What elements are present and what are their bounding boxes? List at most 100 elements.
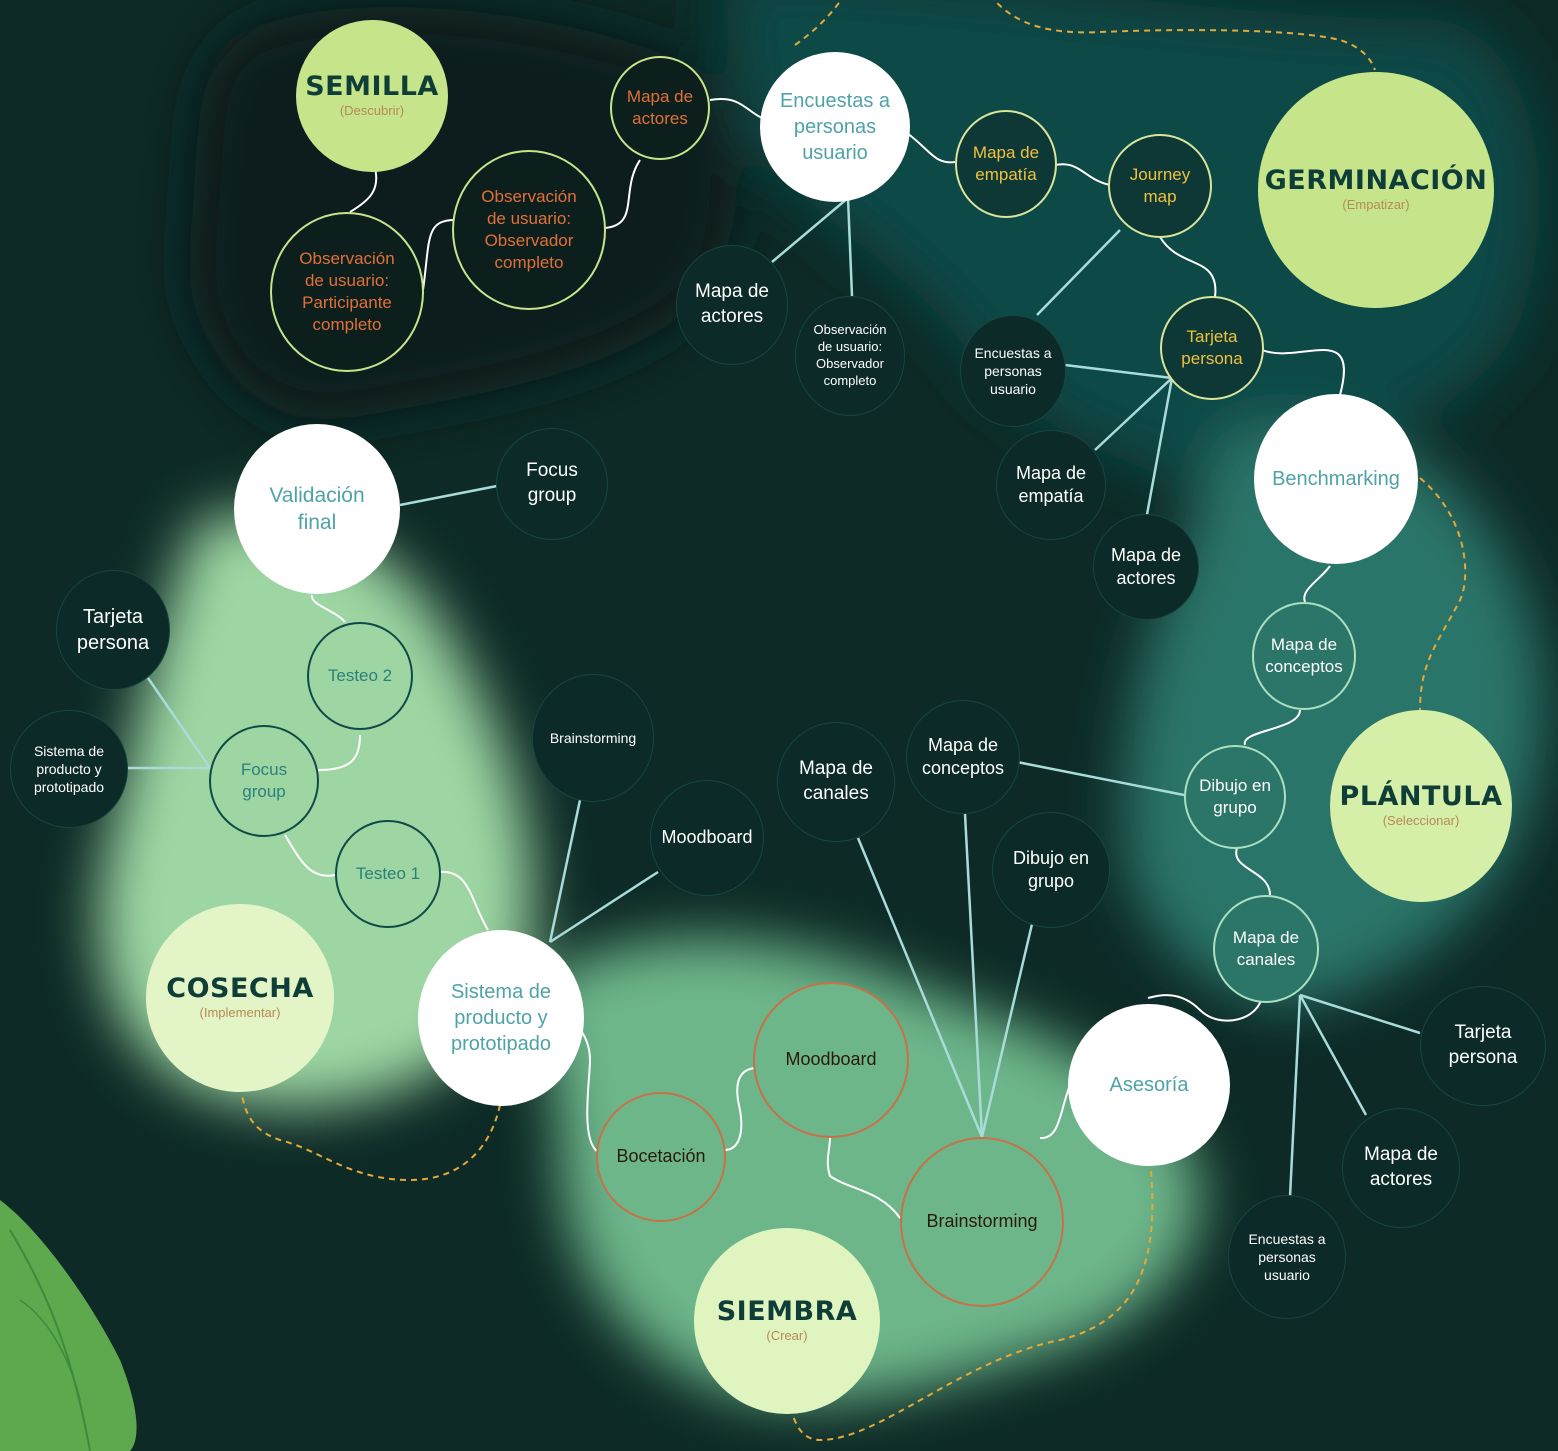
conn-sistema-testeo1 bbox=[439, 870, 489, 931]
method-germ-tarjeta: Tarjeta persona bbox=[1160, 296, 1264, 400]
method-cos-testeo2: Testeo 2 bbox=[307, 622, 413, 730]
alt-can-mapa-actores-label: Mapa de actores bbox=[1364, 1144, 1438, 1190]
milestone-validacion: Validación final bbox=[234, 424, 400, 594]
phase-siembra-subtitle: (Crear) bbox=[766, 1328, 808, 1344]
conn-moodboard-bocetacion bbox=[724, 1067, 756, 1151]
conn-asesoria-brainstorming bbox=[1039, 1084, 1071, 1140]
alt-tar-mapa-actores-label: Mapa de actores bbox=[1110, 544, 1182, 588]
conn-benchmarking-conceptos bbox=[1303, 565, 1331, 603]
conn-actores-encuestas bbox=[709, 98, 763, 119]
alt-can-tarjeta: Tarjeta persona bbox=[1420, 986, 1546, 1106]
milestone-asesoria: Asesoría bbox=[1068, 1004, 1230, 1166]
alternative-connectors bbox=[125, 197, 1421, 1198]
milestone-validacion-label: Validación final bbox=[269, 483, 365, 534]
dash-asesoria-siembra bbox=[787, 1159, 1154, 1442]
dash-benchmarking-plantula bbox=[1419, 477, 1467, 711]
method-semilla-observador-label: Observación de usuario: Observador compl… bbox=[481, 186, 577, 273]
method-siem-brainstorming: Brainstorming bbox=[900, 1137, 1064, 1307]
alt-sis-brainstorming: Brainstorming bbox=[532, 674, 654, 802]
phase-siembra-title: SIEMBRA bbox=[716, 1295, 858, 1327]
method-germ-mapa-empatia-label: Mapa de empatía bbox=[972, 142, 1040, 184]
phase-plantula: PLÁNTULA (Seleccionar) bbox=[1330, 710, 1512, 902]
method-siem-bocetacion: Bocetación bbox=[596, 1092, 726, 1222]
phase-semilla: SEMILLA (Descubrir) bbox=[296, 20, 448, 172]
phase-cosecha-subtitle: (Implementar) bbox=[199, 1005, 281, 1021]
alt-foc-tarjeta: Tarjeta persona bbox=[56, 570, 170, 690]
phase-siembra: SIEMBRA (Crear) bbox=[694, 1228, 880, 1414]
phase-cosecha-title: COSECHA bbox=[166, 972, 314, 1004]
conn-brainstorming-moodboard bbox=[826, 1137, 901, 1219]
conn-canales-asesoria bbox=[1147, 994, 1263, 1022]
method-semilla-mapa-actores-label: Mapa de actores bbox=[626, 86, 694, 128]
method-germ-mapa-empatia: Mapa de empatía bbox=[955, 110, 1057, 218]
alt-sis-moodboard-label: Moodboard bbox=[661, 827, 753, 848]
alt-br-dibujo-label: Dibujo en grupo bbox=[1012, 847, 1090, 891]
alt-sis-brainstorming-label: Brainstorming bbox=[549, 729, 637, 746]
method-siem-moodboard: Moodboard bbox=[753, 982, 909, 1138]
milestone-encuestas: Encuestas a personas usuario bbox=[760, 52, 910, 202]
alt-tar-encuestas-label: Encuestas a personas usuario bbox=[974, 344, 1052, 398]
phase-germinacion-title: GERMINACIÓN bbox=[1264, 164, 1488, 196]
dash-sistema-cosecha bbox=[241, 1094, 501, 1182]
conn-empatia-journey bbox=[1054, 163, 1111, 186]
method-semilla-participante-label: Observación de usuario: Participante com… bbox=[299, 248, 395, 335]
method-plant-dibujo: Dibujo en grupo bbox=[1184, 745, 1286, 849]
phase-semilla-subtitle: (Descubrir) bbox=[339, 103, 405, 119]
alt-br-mapa-canales: Mapa de canales bbox=[777, 722, 895, 842]
phase-dashed-links bbox=[241, 0, 1467, 1442]
method-plant-mapa-canales-label: Mapa de canales bbox=[1232, 927, 1300, 969]
alt-sis-moodboard: Moodboard bbox=[650, 780, 764, 896]
method-semilla-mapa-actores: Mapa de actores bbox=[610, 56, 710, 160]
conn-encuestas-empatia bbox=[906, 132, 956, 164]
method-cos-testeo1: Testeo 1 bbox=[335, 820, 441, 928]
alt-can-encuestas-label: Encuestas a personas usuario bbox=[1248, 1230, 1326, 1284]
method-cos-focus: Focus group bbox=[209, 725, 319, 837]
milestone-sistema: Sistema de producto y prototipado bbox=[418, 930, 584, 1106]
alt-enc-mapa-actores-label: Mapa de actores bbox=[695, 281, 769, 327]
method-germ-journey-label: Journey map bbox=[1129, 164, 1191, 206]
phase-plantula-subtitle: (Seleccionar) bbox=[1382, 813, 1460, 829]
milestone-asesoria-label: Asesoría bbox=[1109, 1074, 1189, 1096]
dash-semilla-germinacion bbox=[794, 0, 1376, 71]
alt-tar-mapa-empatia: Mapa de empatía bbox=[996, 430, 1106, 540]
alt-foc-tarjeta-label: Tarjeta persona bbox=[76, 606, 150, 654]
method-plant-dibujo-label: Dibujo en grupo bbox=[1199, 775, 1271, 817]
method-cos-focus-label: Focus group bbox=[240, 759, 288, 801]
method-cos-testeo2-label: Testeo 2 bbox=[327, 665, 393, 685]
alt-br-mapa-canales-label: Mapa de canales bbox=[799, 758, 873, 804]
alt-tar-encuestas: Encuestas a personas usuario bbox=[960, 315, 1066, 427]
method-siem-bocetacion-label: Bocetación bbox=[616, 1146, 706, 1167]
conn-testeo1-focus bbox=[284, 834, 336, 877]
alt-can-mapa-actores: Mapa de actores bbox=[1342, 1108, 1460, 1228]
milestone-encuestas-label: Encuestas a personas usuario bbox=[779, 90, 891, 164]
phase-germinacion: GERMINACIÓN (Empatizar) bbox=[1258, 72, 1494, 308]
phase-germinacion-subtitle: (Empatizar) bbox=[1342, 197, 1410, 213]
method-siem-brainstorming-label: Brainstorming bbox=[926, 1211, 1038, 1232]
conn-semilla-participante bbox=[349, 167, 378, 213]
phase-plantula-title: PLÁNTULA bbox=[1339, 780, 1503, 812]
milestone-sistema-label: Sistema de producto y prototipado bbox=[450, 981, 552, 1055]
conn-focus-testeo2 bbox=[317, 734, 361, 771]
conn-conceptos-dibujo bbox=[1243, 709, 1301, 746]
leaf-decoration bbox=[0, 1200, 137, 1451]
method-germ-journey: Journey map bbox=[1108, 134, 1212, 238]
method-semilla-observador: Observación de usuario: Observador compl… bbox=[452, 150, 606, 310]
method-plant-mapa-conceptos-label: Mapa de conceptos bbox=[1265, 634, 1343, 676]
alt-can-encuestas: Encuestas a personas usuario bbox=[1228, 1195, 1346, 1319]
milestone-benchmarking-label: Benchmarking bbox=[1272, 468, 1400, 490]
alt-br-mapa-conceptos-label: Mapa de conceptos bbox=[921, 734, 1005, 778]
conn-observador-actores bbox=[604, 159, 641, 229]
alt-br-mapa-conceptos: Mapa de conceptos bbox=[906, 700, 1020, 814]
alt-val-focus-label: Focus group bbox=[526, 460, 578, 506]
alt-foc-sistema: Sistema de producto y prototipado bbox=[10, 710, 128, 828]
alt-foc-sistema-label: Sistema de producto y prototipado bbox=[33, 742, 105, 796]
alt-enc-mapa-actores: Mapa de actores bbox=[676, 245, 788, 365]
alt-br-dibujo: Dibujo en grupo bbox=[992, 812, 1110, 928]
conn-journey-tarjeta bbox=[1159, 236, 1217, 298]
conn-dibujo-canales bbox=[1235, 847, 1271, 896]
milestone-benchmarking: Benchmarking bbox=[1254, 394, 1418, 564]
method-cos-testeo1-label: Testeo 1 bbox=[355, 863, 421, 883]
path-connectors bbox=[284, 98, 1345, 1219]
alt-val-focus: Focus group bbox=[496, 428, 608, 540]
